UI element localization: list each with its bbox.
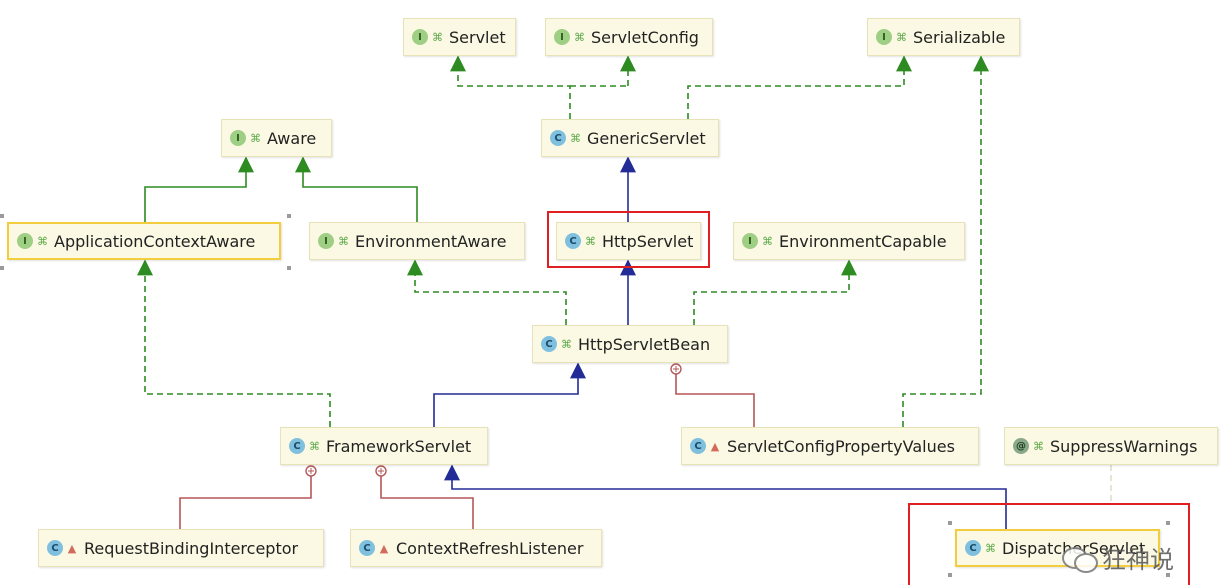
public-visibility-icon: ⌘ <box>338 234 349 248</box>
class-icon: C <box>550 130 566 146</box>
node-suppresswarnings[interactable]: @ ⌘ SuppressWarnings <box>1004 427 1218 465</box>
highlight-box-httpservlet <box>547 211 710 268</box>
selection-handle[interactable] <box>1166 573 1170 577</box>
private-lock-icon: ▲ <box>710 439 720 453</box>
edge-servletconfigpropertyvalues-serializable <box>902 55 989 427</box>
annotation-icon: @ <box>1013 438 1029 454</box>
edge-servletconfigpropertyvalues-httpservletbean <box>675 374 755 427</box>
edge-frameworkservlet-httpservletbean <box>433 362 586 427</box>
private-lock-icon: ▲ <box>379 541 389 555</box>
class-icon: C <box>289 438 305 454</box>
node-label: EnvironmentAware <box>355 231 507 251</box>
node-label: GenericServlet <box>587 128 706 148</box>
public-visibility-icon: ⌘ <box>585 234 596 248</box>
selection-handle[interactable] <box>948 521 952 525</box>
node-label: EnvironmentCapable <box>779 231 947 251</box>
node-label: HttpServletBean <box>578 334 711 354</box>
interface-icon: I <box>554 29 570 45</box>
edge-httpservletbean-environmentaware <box>407 259 567 325</box>
watermark: 狂神说 <box>1062 540 1174 575</box>
selection-handle[interactable] <box>0 214 4 218</box>
selection-handle[interactable] <box>1166 521 1170 525</box>
node-contextrefreshlistener[interactable]: C ▲ ContextRefreshListener <box>350 529 602 567</box>
highlight-box-dispatcherservlet <box>908 503 1190 585</box>
node-servletconfigpropertyvalues[interactable]: C ▲ ServletConfigPropertyValues <box>681 427 979 465</box>
interface-icon: I <box>412 29 428 45</box>
inner-class-marker <box>375 465 387 477</box>
node-label: ContextRefreshListener <box>396 538 584 558</box>
class-icon: C <box>359 540 375 556</box>
interface-icon: I <box>876 29 892 45</box>
edge-applicationcontextaware-aware <box>144 156 254 222</box>
class-icon: C <box>541 336 557 352</box>
inner-class-marker <box>305 465 317 477</box>
public-visibility-icon: ⌘ <box>250 131 261 145</box>
private-lock-icon: ▲ <box>67 541 77 555</box>
edge-frameworkservlet-applicationcontextaware <box>137 259 331 427</box>
node-environmentaware[interactable]: I ⌘ EnvironmentAware <box>309 222 525 260</box>
public-visibility-icon: ⌘ <box>570 131 581 145</box>
node-httpservlet[interactable]: C ⌘ HttpServlet <box>556 222 701 260</box>
selection-handle[interactable] <box>0 266 4 270</box>
node-label: Servlet <box>449 27 506 47</box>
edges <box>137 55 1112 529</box>
edge-dispatcherservlet-frameworkservlet <box>444 464 1007 529</box>
node-environmentcapable[interactable]: I ⌘ EnvironmentCapable <box>733 222 965 260</box>
node-label: ApplicationContextAware <box>54 231 256 251</box>
node-genericservlet[interactable]: C ⌘ GenericServlet <box>541 119 719 157</box>
node-label: ServletConfigPropertyValues <box>727 436 955 456</box>
selection-handle[interactable] <box>948 573 952 577</box>
interface-icon: I <box>318 233 334 249</box>
public-visibility-icon: ⌘ <box>432 30 443 44</box>
node-servletconfig[interactable]: I ⌘ ServletConfig <box>545 18 713 56</box>
node-serializable[interactable]: I ⌘ Serializable <box>867 18 1020 56</box>
edge-httpservletbean-environmentcapable <box>693 259 857 325</box>
public-visibility-icon: ⌘ <box>762 234 773 248</box>
public-visibility-icon: ⌘ <box>37 234 48 248</box>
public-visibility-icon: ⌘ <box>985 541 996 555</box>
node-requestbindinginterceptor[interactable]: C ▲ RequestBindingInterceptor <box>38 529 324 567</box>
wechat-icon <box>1062 545 1098 573</box>
node-label: Aware <box>267 128 317 148</box>
interface-icon: I <box>17 233 33 249</box>
edge-requestbindinginterceptor-frameworkservlet <box>179 476 312 529</box>
class-icon: C <box>47 540 63 556</box>
node-label: RequestBindingInterceptor <box>84 538 299 558</box>
edge-contextrefreshlistener-frameworkservlet <box>380 476 474 529</box>
selection-handle[interactable] <box>287 266 291 270</box>
node-servlet[interactable]: I ⌘ Servlet <box>403 18 516 56</box>
interface-icon: I <box>742 233 758 249</box>
public-visibility-icon: ⌘ <box>574 30 585 44</box>
selection-handle[interactable] <box>287 214 291 218</box>
public-visibility-icon: ⌘ <box>896 30 907 44</box>
public-visibility-icon: ⌘ <box>561 337 572 351</box>
edge-genericservlet-serializable <box>687 55 912 119</box>
interface-icon: I <box>230 130 246 146</box>
public-visibility-icon: ⌘ <box>1033 439 1044 453</box>
node-label: FrameworkServlet <box>326 436 472 456</box>
watermark-text: 狂神说 <box>1102 546 1174 574</box>
class-icon: C <box>565 233 581 249</box>
node-aware[interactable]: I ⌘ Aware <box>221 119 332 157</box>
node-frameworkservlet[interactable]: C ⌘ FrameworkServlet <box>280 427 488 465</box>
node-label: SuppressWarnings <box>1050 436 1198 456</box>
class-icon: C <box>690 438 706 454</box>
edge-genericservlet-servlet <box>450 55 571 119</box>
inner-class-marker <box>670 363 682 375</box>
node-label: HttpServlet <box>602 231 694 251</box>
node-label: Serializable <box>913 27 1006 47</box>
class-icon: C <box>965 540 981 556</box>
edge-environmentaware-aware <box>295 156 418 222</box>
node-httpservletbean[interactable]: C ⌘ HttpServletBean <box>532 325 728 363</box>
public-visibility-icon: ⌘ <box>309 439 320 453</box>
node-applicationcontextaware[interactable]: I ⌘ ApplicationContextAware <box>7 222 281 260</box>
node-label: ServletConfig <box>591 27 699 47</box>
